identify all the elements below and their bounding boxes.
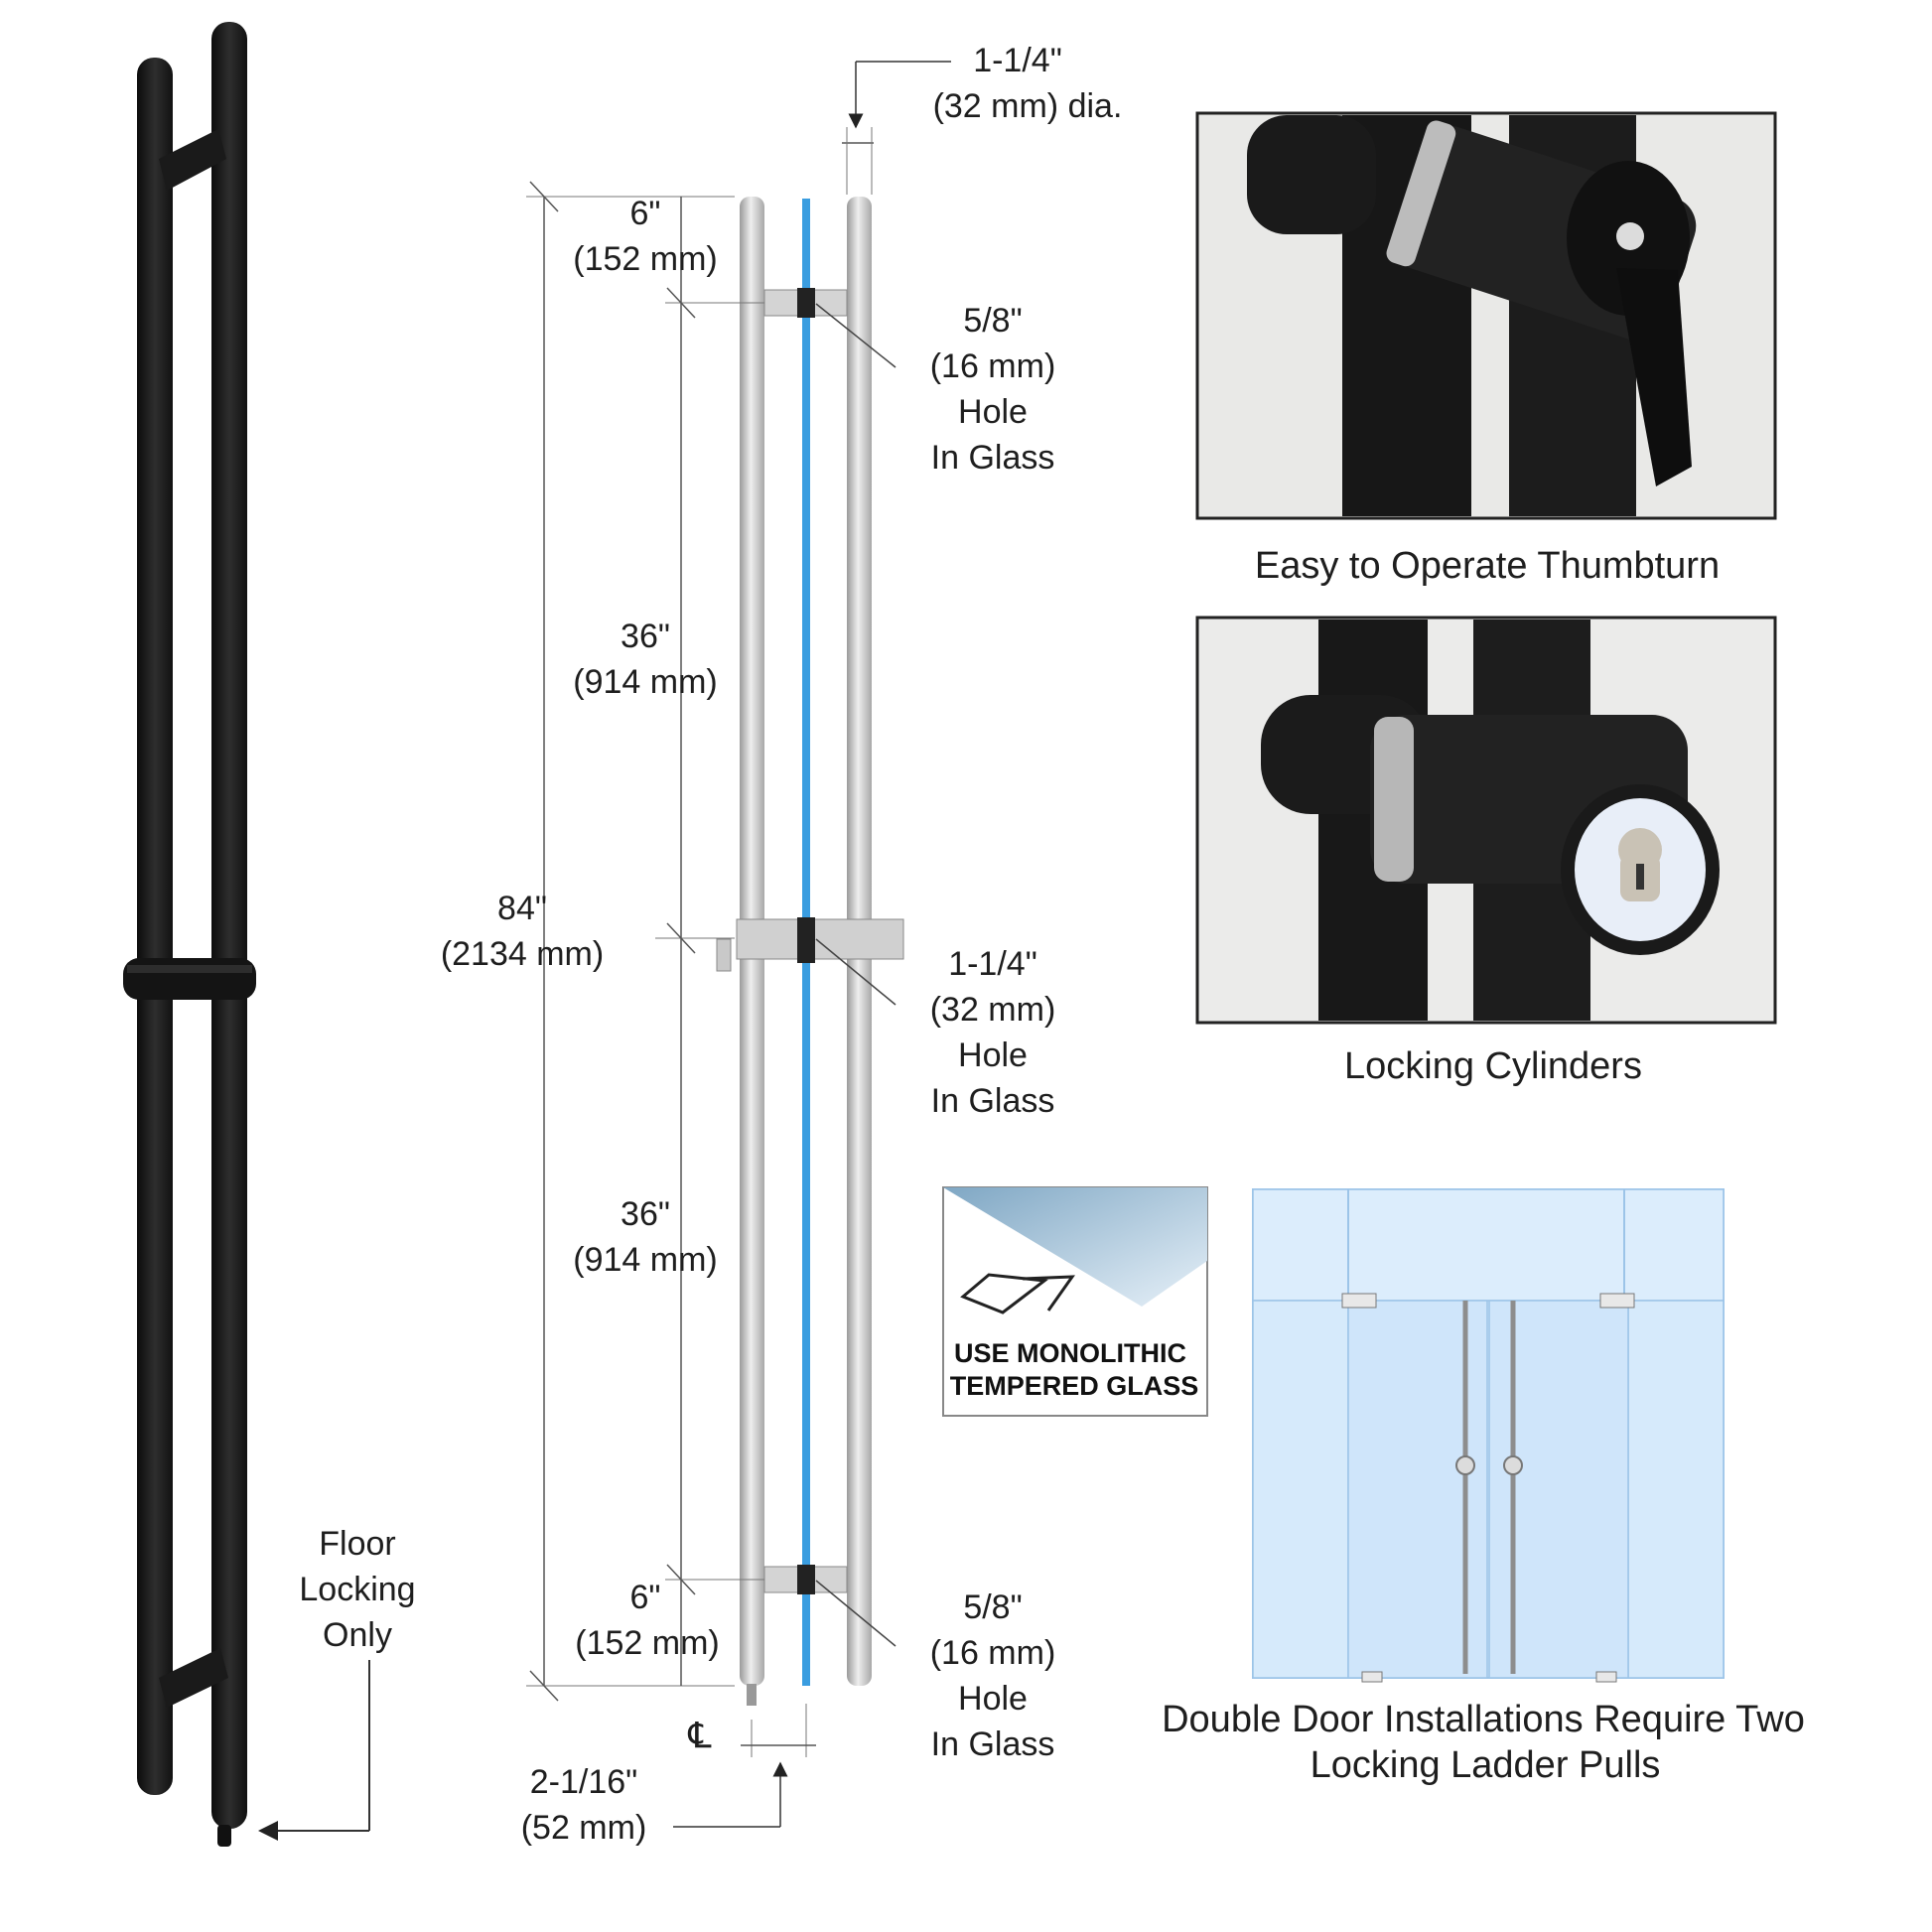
hole-bottom-value: 5/8"	[963, 1588, 1022, 1626]
hole-mid-line3: Hole	[958, 1036, 1028, 1074]
sidelite-left	[1252, 1300, 1349, 1679]
hole-mid-line4: In Glass	[931, 1082, 1055, 1120]
dia-metric: (32 mm) dia.	[933, 87, 1123, 125]
thumbturn-ring	[1386, 120, 1456, 267]
pull-bar-right	[211, 22, 247, 1829]
standoff-top	[159, 129, 226, 191]
pivot-bottom-right	[1595, 1671, 1617, 1683]
hole-bottom-line3: Hole	[958, 1680, 1028, 1718]
floor-bolt	[217, 1825, 231, 1847]
hole-bottom-line4: In Glass	[931, 1725, 1055, 1763]
floor-note-line2: Locking	[299, 1571, 415, 1608]
pivot-top-right	[1599, 1293, 1635, 1309]
hole-mid-metric: (32 mm)	[930, 991, 1056, 1029]
lock-right	[1503, 1455, 1523, 1475]
hole-top-line4: In Glass	[931, 439, 1055, 477]
projection-value: 2-1/16"	[530, 1763, 637, 1801]
lock-housing-fitting	[736, 918, 904, 960]
cylinder-photo	[1195, 616, 1777, 1025]
bottom-offset-metric: (152 mm)	[575, 1624, 719, 1662]
door-caption-line2: Locking Ladder Pulls	[1311, 1744, 1661, 1786]
glass-sheet-graphic	[943, 1187, 1207, 1307]
bottom-pin	[747, 1684, 757, 1706]
top-offset-value: 6"	[630, 195, 661, 232]
dimension-drawing	[526, 61, 951, 1828]
floor-note-line3: Only	[323, 1616, 392, 1654]
overall-metric: (2134 mm)	[441, 935, 604, 973]
floor-locking-leader	[258, 1660, 370, 1841]
tick-bottom	[666, 1564, 696, 1595]
door-caption-line1: Double Door Installations Require Two	[1162, 1699, 1805, 1740]
hole-mid-leader	[815, 938, 897, 1006]
hole-bottom-leader	[815, 1580, 897, 1647]
glass-gasket-top	[797, 288, 815, 318]
glass-gasket-bottom	[797, 1565, 815, 1594]
black-ladder-pull	[123, 22, 256, 1847]
floor-note-line1: Floor	[319, 1525, 395, 1563]
thumbturn-key-plug	[1616, 222, 1644, 250]
thumbturn-handle	[1616, 268, 1692, 486]
glass-badge-line1: USE MONOLITHIC	[954, 1338, 1186, 1368]
standoff-bottom	[159, 1648, 228, 1708]
tick-overall-bottom	[529, 1670, 559, 1702]
upper-span-metric: (914 mm)	[573, 663, 717, 701]
upper-span-value: 36"	[621, 618, 670, 655]
cylinder-key-slot	[1636, 864, 1644, 890]
thumbturn-standoff	[1247, 115, 1376, 234]
door-transom	[1252, 1188, 1725, 1302]
door-leaf-right	[1488, 1300, 1629, 1679]
thumbturn-lever	[716, 938, 732, 972]
lower-span-metric: (914 mm)	[573, 1241, 717, 1279]
lock-left	[1455, 1455, 1475, 1475]
overall-value: 84"	[497, 890, 547, 927]
pull-bar-left	[137, 58, 173, 1795]
hole-mid-value: 1-1/4"	[948, 945, 1037, 983]
tempered-glass-badge: USE MONOLITHIC TEMPERED GLASS	[942, 1186, 1208, 1417]
projection-metric: (52 mm)	[521, 1809, 647, 1847]
cylinder-caption: Locking Cylinders	[1344, 1045, 1642, 1087]
tick-top	[666, 287, 696, 319]
glass-icon-symbol	[960, 1273, 1075, 1314]
glass-gasket-mid	[797, 917, 815, 963]
thumbturn-photo	[1195, 111, 1777, 520]
bottom-offset-value: 6"	[630, 1579, 661, 1616]
centerline-symbol: ℄	[687, 1715, 711, 1755]
cylinder-ring	[1374, 717, 1414, 882]
sidelite-right	[1627, 1300, 1725, 1679]
dia-value: 1-1/4"	[973, 42, 1062, 79]
double-door-illustration	[1252, 1188, 1725, 1683]
tick-overall-top	[529, 181, 559, 212]
hole-top-leader	[815, 303, 897, 368]
lock-collar-band	[127, 965, 252, 973]
lock-collar	[123, 958, 256, 1000]
lower-span-value: 36"	[621, 1195, 670, 1233]
top-offset-metric: (152 mm)	[573, 240, 717, 278]
pivot-bottom-left	[1361, 1671, 1383, 1683]
hole-top-line3: Hole	[958, 393, 1028, 431]
pivot-top-left	[1341, 1293, 1377, 1309]
glass-badge-line2: TEMPERED GLASS	[950, 1371, 1199, 1401]
hole-top-value: 5/8"	[963, 302, 1022, 340]
thumbturn-caption: Easy to Operate Thumbturn	[1255, 545, 1720, 587]
hole-top-metric: (16 mm)	[930, 347, 1056, 385]
hole-bottom-metric: (16 mm)	[930, 1634, 1056, 1672]
tick-mid	[666, 922, 696, 954]
